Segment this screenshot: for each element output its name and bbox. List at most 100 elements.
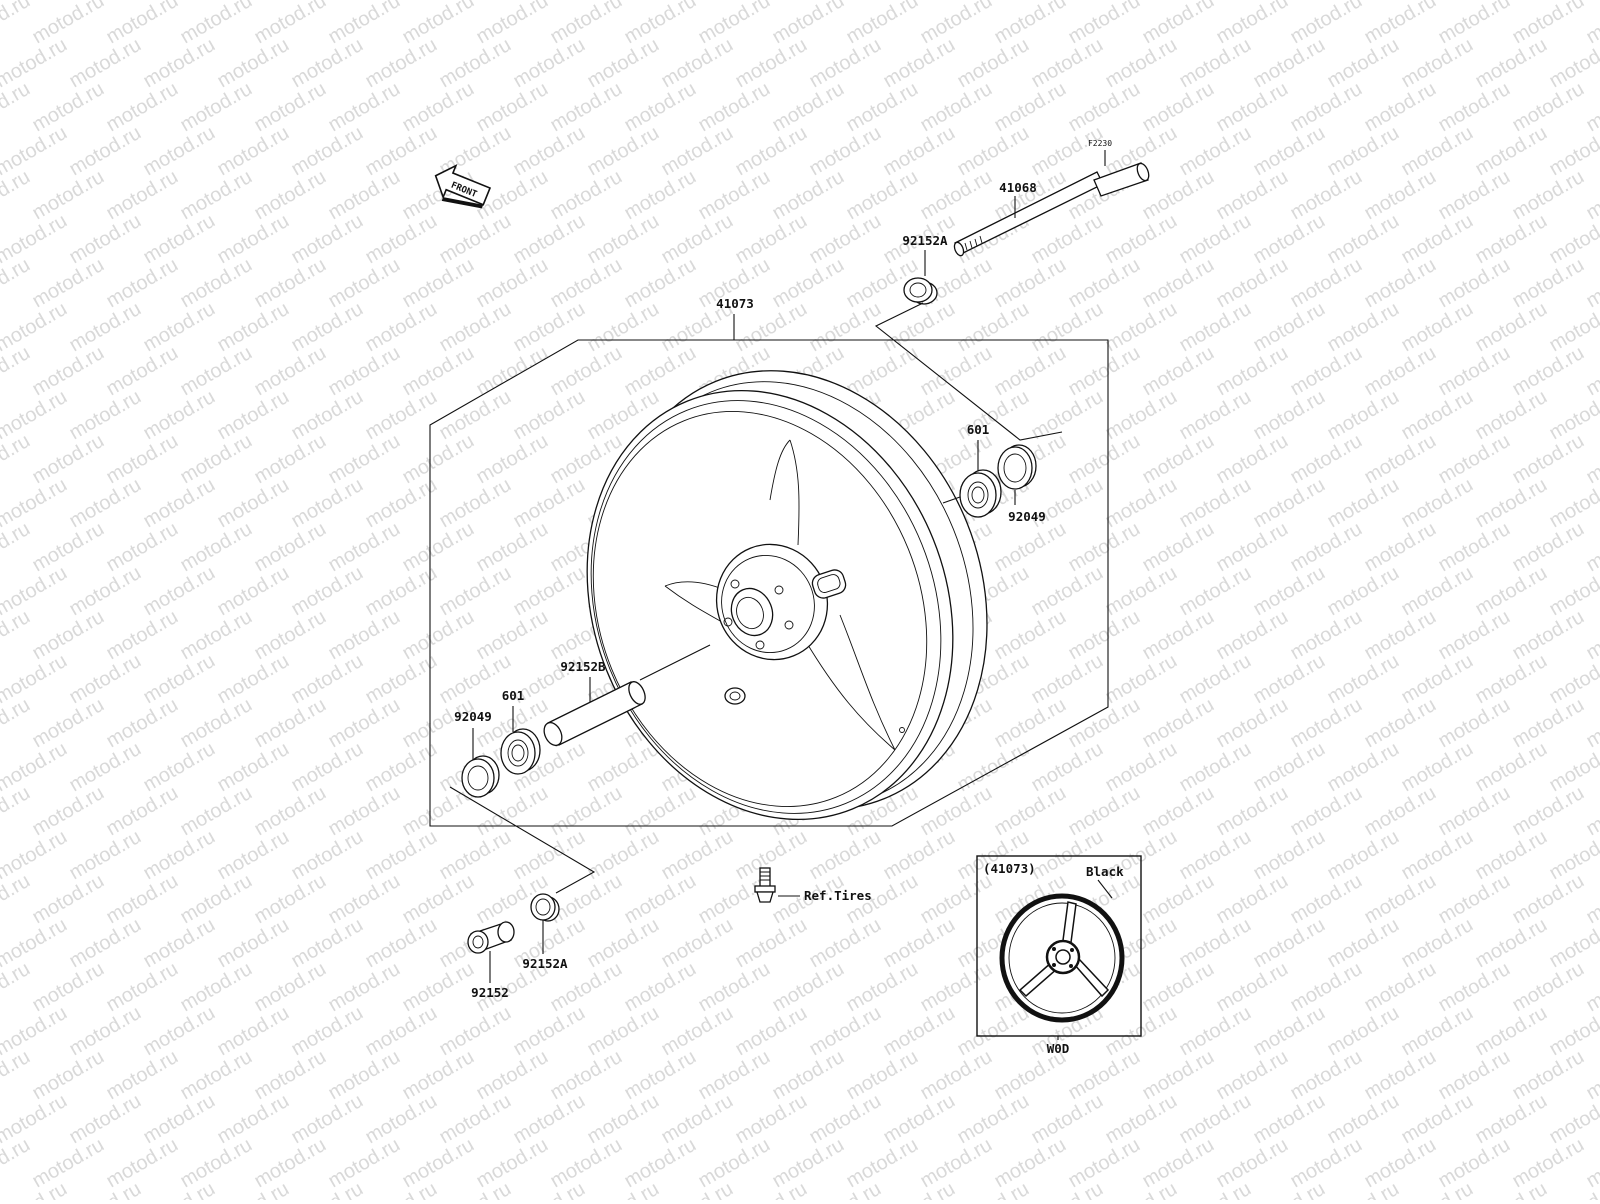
watermark-text: motod.ru xyxy=(510,826,589,885)
label-92152a-top: 92152A xyxy=(902,233,948,248)
watermark-text: motod.ru xyxy=(29,1134,108,1193)
watermark-text: motod.ru xyxy=(880,826,959,885)
watermark-text: motod.ru xyxy=(66,738,145,797)
watermark-text: motod.ru xyxy=(1176,562,1255,621)
watermark-text: motod.ru xyxy=(325,1134,404,1193)
watermark-text: motod.ru xyxy=(621,958,700,1017)
watermark-text: motod.ru xyxy=(1472,738,1551,797)
watermark-text: motod.ru xyxy=(880,1002,959,1061)
watermark-text: motod.ru xyxy=(1398,386,1477,445)
watermark-text: motod.ru xyxy=(473,518,552,577)
watermark-text: motod.ru xyxy=(103,606,182,665)
label-92152a-left: 92152A xyxy=(522,956,568,971)
watermark-text: motod.ru xyxy=(1398,914,1477,973)
watermark-text: motod.ru xyxy=(251,430,330,489)
watermark-text: motod.ru xyxy=(1361,606,1440,665)
watermark-text: motod.ru xyxy=(177,254,256,313)
watermark-text: motod.ru xyxy=(1176,826,1255,885)
watermark-text: motod.ru xyxy=(1139,430,1218,489)
watermark-text: motod.ru xyxy=(1435,166,1514,225)
watermark-text: motod.ru xyxy=(1250,298,1329,357)
watermark-text: motod.ru xyxy=(362,210,441,269)
watermark-text: motod.ru xyxy=(954,1090,1033,1149)
watermark-text: motod.ru xyxy=(658,122,737,181)
watermark-text: motod.ru xyxy=(436,210,515,269)
watermark-text: motod.ru xyxy=(954,738,1033,797)
watermark-text: motod.ru xyxy=(436,1178,515,1200)
watermark-text: motod.ru xyxy=(1324,298,1403,357)
watermark-text: motod.ru xyxy=(473,1046,552,1105)
watermark-text: motod.ru xyxy=(214,1090,293,1149)
watermark-text: motod.ru xyxy=(1065,254,1144,313)
watermark-text: motod.ru xyxy=(288,1002,367,1061)
watermark-text: motod.ru xyxy=(510,474,589,533)
watermark-text: motod.ru xyxy=(695,78,774,137)
watermark-text: motod.ru xyxy=(510,210,589,269)
watermark-text: motod.ru xyxy=(1398,210,1477,269)
watermark-text: motod.ru xyxy=(1287,0,1366,48)
watermark-text: motod.ru xyxy=(510,1002,589,1061)
watermark-text: motod.ru xyxy=(991,782,1070,841)
watermark-text: motod.ru xyxy=(251,518,330,577)
watermark-text: motod.ru xyxy=(880,34,959,93)
watermark-text: motod.ru xyxy=(1065,694,1144,753)
watermark-text: motod.ru xyxy=(214,210,293,269)
watermark-text: motod.ru xyxy=(621,0,700,48)
watermark-text: motod.ru xyxy=(880,298,959,357)
watermark-text: motod.ru xyxy=(1509,1046,1588,1105)
watermark-text: motod.ru xyxy=(1583,78,1600,137)
watermark-text: motod.ru xyxy=(1213,342,1292,401)
watermark-text: motod.ru xyxy=(399,1046,478,1105)
watermark-text: motod.ru xyxy=(325,430,404,489)
watermark-text: motod.ru xyxy=(732,1002,811,1061)
watermark-text: motod.ru xyxy=(1509,430,1588,489)
watermark-text: motod.ru xyxy=(1250,122,1329,181)
watermark-text: motod.ru xyxy=(1435,0,1514,48)
watermark-text: motod.ru xyxy=(843,0,922,48)
watermark-text: motod.ru xyxy=(547,342,626,401)
watermark-text: motod.ru xyxy=(103,254,182,313)
watermark-text: motod.ru xyxy=(1213,430,1292,489)
watermark-text: motod.ru xyxy=(954,1178,1033,1200)
watermark-text: motod.ru xyxy=(177,342,256,401)
watermark-text: motod.ru xyxy=(1287,1134,1366,1193)
watermark-text: motod.ru xyxy=(547,166,626,225)
watermark-text: motod.ru xyxy=(1213,254,1292,313)
watermark-text: motod.ru xyxy=(1102,298,1181,357)
watermark-text: motod.ru xyxy=(251,694,330,753)
watermark-text: motod.ru xyxy=(1287,1046,1366,1105)
watermark-text: motod.ru xyxy=(1139,1134,1218,1193)
watermark-text: motod.ru xyxy=(103,782,182,841)
watermark-text: motod.ru xyxy=(214,474,293,533)
watermark-text: motod.ru xyxy=(1176,650,1255,709)
watermark-text: motod.ru xyxy=(66,210,145,269)
watermark-text: motod.ru xyxy=(1213,0,1292,48)
watermark-text: motod.ru xyxy=(66,298,145,357)
watermark-text: motod.ru xyxy=(1176,210,1255,269)
watermark-text: motod.ru xyxy=(1324,914,1403,973)
watermark-text: motod.ru xyxy=(288,1090,367,1149)
watermark-text: motod.ru xyxy=(66,34,145,93)
watermark-text: motod.ru xyxy=(325,958,404,1017)
watermark-text: motod.ru xyxy=(251,342,330,401)
watermark-text: motod.ru xyxy=(288,474,367,533)
watermark-text: motod.ru xyxy=(1213,870,1292,929)
watermark-text: motod.ru xyxy=(214,914,293,973)
watermark-text: motod.ru xyxy=(1361,958,1440,1017)
watermark-text: motod.ru xyxy=(621,782,700,841)
watermark-text: motod.ru xyxy=(1176,914,1255,973)
label-92152: 92152 xyxy=(471,985,509,1000)
watermark-text: motod.ru xyxy=(1139,166,1218,225)
watermark-text: motod.ru xyxy=(621,254,700,313)
watermark-text: motod.ru xyxy=(214,562,293,621)
watermark-text: motod.ru xyxy=(1435,782,1514,841)
watermark-text: motod.ru xyxy=(769,1134,848,1193)
label-41073: 41073 xyxy=(716,296,754,311)
watermark-text: motod.ru xyxy=(140,1178,219,1200)
watermark-text: motod.ru xyxy=(1250,210,1329,269)
watermark-text: motod.ru xyxy=(1435,958,1514,1017)
watermark-text: motod.ru xyxy=(732,1178,811,1200)
watermark-text: motod.ru xyxy=(362,826,441,885)
watermark-text: motod.ru xyxy=(1102,1178,1181,1200)
watermark-text: motod.ru xyxy=(1287,870,1366,929)
